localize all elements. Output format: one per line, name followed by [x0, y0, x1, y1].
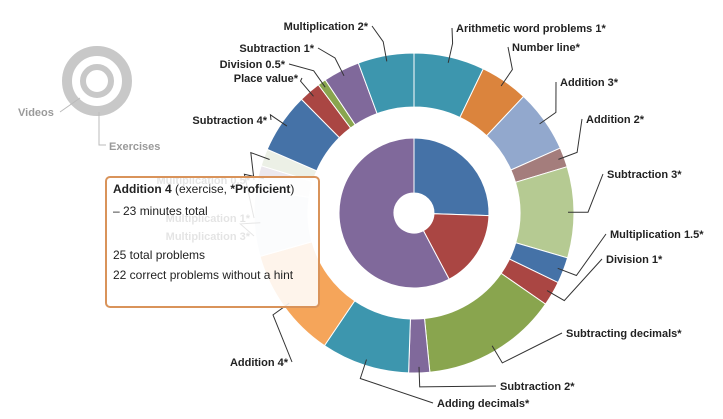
label-connector-1 — [447, 27, 454, 63]
inner-slice-2[interactable] — [422, 213, 490, 280]
tooltip-correct-problems: 22 correct problems without a hint — [113, 268, 294, 282]
legend-exercises-label[interactable]: Exercises — [109, 141, 160, 153]
slice-label-10: Adding decimals* — [437, 398, 530, 410]
tooltip-exercise-name: Addition 4 — [113, 182, 172, 196]
tooltip: Addition 4 (exercise, *Proficient) – 23 … — [105, 176, 320, 308]
slice-label-2: Number line* — [512, 42, 581, 54]
slice-label-17: Division 0.5* — [220, 59, 286, 71]
label-connector-17 — [288, 63, 326, 88]
label-connector-6 — [557, 233, 607, 277]
legend-connector-videos — [59, 97, 81, 113]
inner-slice-1[interactable] — [413, 137, 490, 217]
tooltip-type-prefix: (exercise, — [171, 182, 231, 196]
slice-label-6: Multiplication 1.5* — [610, 229, 704, 241]
label-connector-10 — [359, 359, 434, 404]
label-connector-2 — [500, 46, 513, 87]
label-connector-14 — [250, 151, 270, 181]
slice-label-8: Subtracting decimals* — [566, 328, 682, 340]
slice-label-18: Subtraction 1* — [239, 43, 314, 55]
label-connector-8 — [491, 332, 563, 364]
slice-label-19: Multiplication 2* — [284, 21, 369, 33]
tooltip-total-problems: 25 total problems — [113, 248, 206, 262]
tooltip-title: Addition 4 (exercise, *Proficient) — [113, 182, 294, 196]
slice-label-15: Subtraction 4* — [192, 115, 267, 127]
label-connector-5 — [567, 173, 604, 213]
label-connector-4 — [558, 118, 583, 160]
inner-slice-3[interactable] — [338, 137, 450, 289]
slice-label-16: Place value* — [234, 73, 299, 85]
legend-videos-label[interactable]: Videos — [18, 107, 54, 119]
label-connector-7 — [546, 258, 603, 302]
label-connector-3 — [539, 81, 557, 125]
slice-label-9: Subtraction 2* — [500, 381, 575, 393]
tooltip-time: – 23 minutes total — [113, 204, 208, 218]
label-connector-9 — [418, 366, 497, 388]
label-connector-15 — [269, 113, 288, 127]
legend-inner-ring — [80, 64, 114, 98]
slice-label-1: Arithmetic word problems 1* — [456, 23, 606, 35]
inner-ring — [338, 137, 490, 289]
legend-connector-exercises — [98, 112, 106, 146]
slice-label-7: Division 1* — [606, 254, 663, 266]
outer-slice-19[interactable] — [357, 52, 415, 115]
outer-slice-5[interactable] — [514, 166, 575, 259]
chart-legend: Videos Exercises — [18, 46, 160, 153]
tooltip-type-suffix: ) — [290, 182, 295, 196]
legend-ring — [62, 46, 132, 116]
slice-label-11: Addition 4* — [230, 357, 289, 369]
label-connector-18 — [317, 47, 345, 77]
slice-label-3: Addition 3* — [560, 77, 619, 89]
slice-label-5: Subtraction 3* — [607, 169, 682, 181]
tooltip-status: *Proficient — [230, 182, 291, 196]
slice-label-4: Addition 2* — [586, 114, 645, 126]
label-connector-16 — [299, 77, 314, 97]
label-connector-19 — [371, 25, 388, 62]
